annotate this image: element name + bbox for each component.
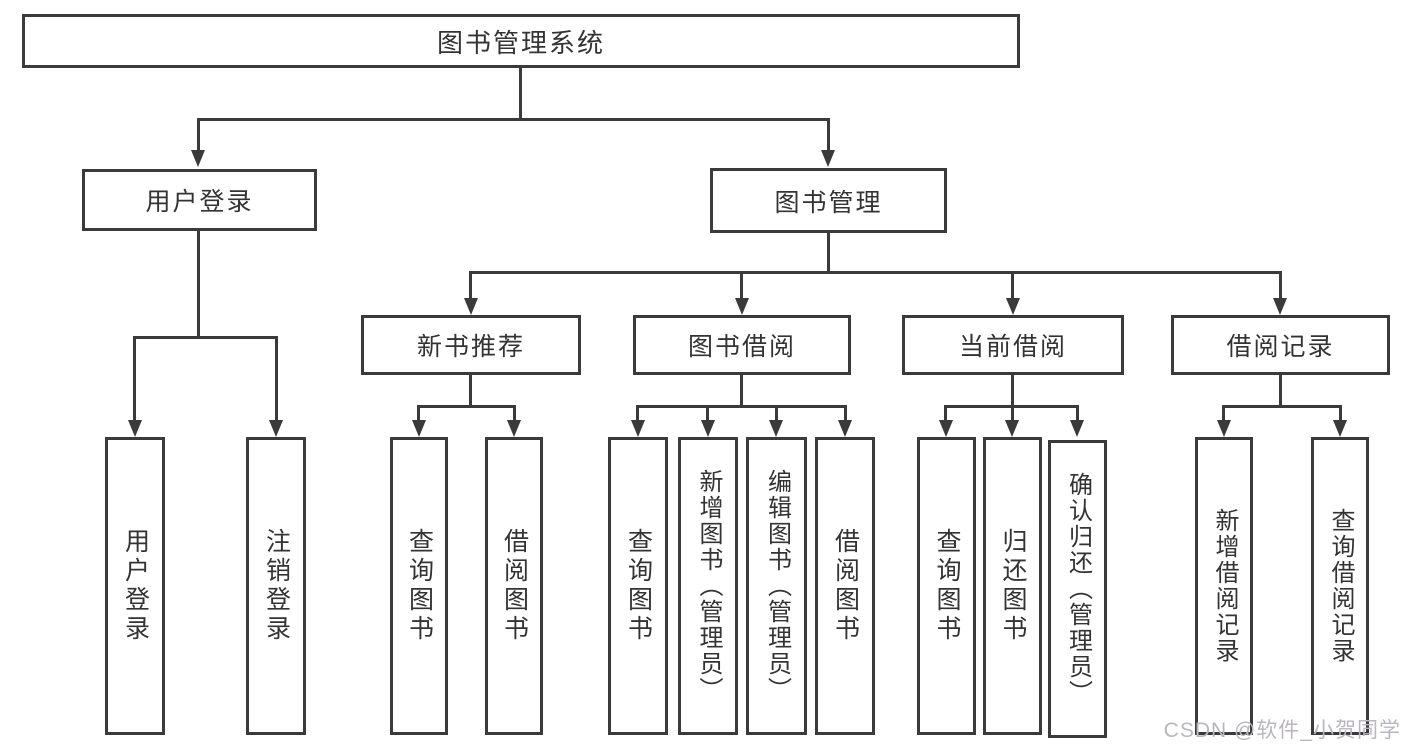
connector-stem (197, 118, 200, 151)
leaf-label: 借阅图书 (500, 528, 529, 644)
connector-stem (417, 405, 420, 421)
leaf-label: 用户登录 (121, 528, 150, 644)
node-current-borrow: 当前借阅 (902, 315, 1124, 375)
leaf-bb-add-book-admin: 新增图书（管理员） (678, 437, 738, 735)
connector-stem (1011, 405, 1014, 421)
leaf-bb-borrow-book: 借阅图书 (815, 437, 875, 735)
arrowhead-down (701, 420, 715, 437)
node-label: 图书管理 (774, 188, 883, 217)
connector-nb-branch (417, 405, 516, 408)
leaf-bb-edit-book-admin: 编辑图书（管理员） (746, 437, 807, 735)
leaf-nb-query-book: 查询图书 (390, 437, 448, 735)
connector-userlogin-branch (133, 336, 278, 339)
connector-bb-stem (740, 375, 743, 408)
node-library-system: 图书管理系统 (22, 14, 1020, 68)
arrowhead-down (1217, 420, 1231, 437)
node-user-login: 用户登录 (82, 169, 317, 231)
arrowhead-down (1333, 420, 1347, 437)
connector-stem (827, 118, 830, 151)
connector-cb-stem (1011, 375, 1014, 408)
connector-nb-stem (469, 375, 472, 408)
arrowhead-down (838, 420, 852, 437)
node-label: 新书推荐 (416, 333, 525, 361)
connector-stem (1279, 271, 1282, 299)
connector-br-stem (1279, 375, 1282, 408)
leaf-label: 新增图书（管理员） (695, 469, 722, 703)
node-label: 用户登录 (145, 188, 254, 216)
node-book-borrow: 图书借阅 (633, 315, 851, 375)
connector-stem (706, 405, 709, 421)
arrowhead-down (821, 150, 835, 167)
leaf-label: 编辑图书（管理员） (763, 469, 791, 703)
arrowhead-down (769, 420, 783, 437)
connector-bb-branch (636, 405, 847, 408)
arrowhead-down (412, 420, 426, 437)
arrowhead-down (1005, 420, 1019, 437)
arrowhead-down (735, 298, 749, 315)
node-label: 借阅记录 (1226, 333, 1335, 361)
arrowhead-down (128, 420, 142, 437)
node-label: 当前借阅 (958, 333, 1067, 361)
node-book-management: 图书管理 (710, 168, 947, 233)
leaf-br-query-record: 查询借阅记录 (1311, 437, 1369, 735)
leaf-label: 借阅图书 (831, 528, 860, 644)
leaf-label: 新增借阅记录 (1211, 508, 1238, 664)
leaf-label: 查询借阅记录 (1327, 508, 1354, 664)
leaf-bb-query-book: 查询图书 (608, 437, 668, 735)
connector-stem (275, 336, 278, 421)
leaf-label: 查询图书 (933, 528, 961, 644)
node-borrow-records: 借阅记录 (1171, 315, 1390, 375)
connector-userlogin-stem (197, 231, 200, 339)
leaf-br-add-record: 新增借阅记录 (1195, 437, 1253, 735)
leaf-nb-borrow-book: 借阅图书 (485, 437, 543, 735)
connector-stem (469, 271, 472, 299)
connector-stem (775, 405, 778, 421)
connector-stem (1076, 405, 1079, 421)
leaf-cb-confirm-return-admin: 确认归还（管理员） (1048, 440, 1107, 738)
leaf-label: 确认归还（管理员） (1064, 472, 1092, 706)
connector-stem (1339, 405, 1342, 421)
arrowhead-down (507, 420, 521, 437)
leaf-label: 注销登录 (262, 528, 291, 644)
arrowhead-down (1070, 420, 1084, 437)
arrowhead-down (1273, 298, 1287, 315)
connector-root-branch (197, 118, 830, 121)
arrowhead-down (269, 420, 283, 437)
node-label: 图书管理系统 (436, 27, 605, 58)
connector-root-stem (519, 68, 522, 121)
connector-stem (1011, 271, 1014, 299)
connector-bookmgmt-stem (827, 233, 830, 274)
connector-stem (1222, 405, 1225, 421)
arrowhead-down (631, 420, 645, 437)
leaf-label: 查询图书 (405, 528, 434, 644)
connector-stem (133, 336, 136, 421)
connector-stem (513, 405, 516, 421)
leaf-logout: 注销登录 (246, 437, 306, 735)
leaf-cb-query-book: 查询图书 (917, 437, 976, 735)
connector-bookmgmt-branch (469, 271, 1282, 274)
node-new-book-recommend: 新书推荐 (361, 315, 581, 375)
connector-stem (636, 405, 639, 421)
connector-stem (844, 405, 847, 421)
node-label: 图书借阅 (687, 333, 796, 361)
leaf-user-login: 用户登录 (105, 437, 165, 735)
connector-stem (740, 271, 743, 299)
leaf-label: 归还图书 (999, 528, 1027, 644)
arrowhead-down (464, 298, 478, 315)
arrowhead-down (939, 420, 953, 437)
leaf-cb-return-book: 归还图书 (983, 437, 1042, 735)
connector-stem (944, 405, 947, 421)
leaf-label: 查询图书 (624, 528, 653, 644)
connector-br-branch (1222, 405, 1342, 408)
csdn-watermark: CSDN @软件_小贺同学 (1163, 719, 1401, 742)
arrowhead-down (1006, 298, 1020, 315)
arrowhead-down (191, 150, 205, 167)
